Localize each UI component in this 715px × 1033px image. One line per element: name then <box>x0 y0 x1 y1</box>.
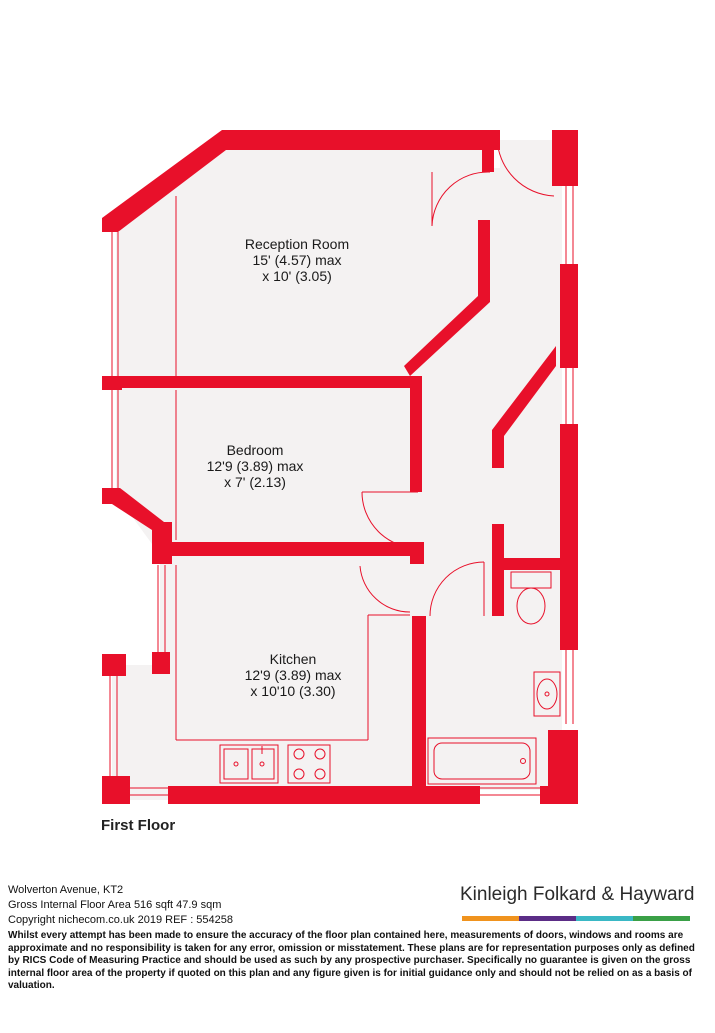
agent-logo-text: Kinleigh Folkard & Hayward <box>460 884 695 905</box>
reception-room-dim1: 15' (4.57) max <box>252 252 342 268</box>
disclaimer-text: Whilst every attempt has been made to en… <box>8 930 695 991</box>
agent-bar-segment <box>633 916 690 921</box>
floor-plan: Reception Room 15' (4.57) max x 10' (3.0… <box>102 130 578 804</box>
bedroom-dim1: 12'9 (3.89) max <box>206 458 304 474</box>
floor-title: First Floor <box>101 817 176 834</box>
walls <box>102 130 578 804</box>
agent-bar-segment <box>462 916 519 921</box>
bedroom-dim2: x 7' (2.13) <box>224 474 286 490</box>
agent-color-bar <box>462 916 690 921</box>
floor-plan-drawing <box>102 130 578 804</box>
bedroom-label: Bedroom 12'9 (3.89) max x 7' (2.13) <box>175 442 335 490</box>
kitchen-name: Kitchen <box>269 651 317 667</box>
reception-room-name: Reception Room <box>244 236 350 252</box>
floor-area <box>112 140 562 800</box>
kitchen-label: Kitchen 12'9 (3.89) max x 10'10 (3.30) <box>213 651 373 699</box>
property-info: Wolverton Avenue, KT2 Gross Internal Flo… <box>8 883 233 928</box>
reception-room-label: Reception Room 15' (4.57) max x 10' (3.0… <box>217 236 377 284</box>
bedroom-name: Bedroom <box>226 442 284 458</box>
reception-room-dim2: x 10' (3.05) <box>262 268 332 284</box>
agent-bar-segment <box>576 916 633 921</box>
floor-area-text: Gross Internal Floor Area 516 sqft 47.9 … <box>8 899 222 911</box>
agent-bar-segment <box>519 916 576 921</box>
kitchen-dim2: x 10'10 (3.30) <box>250 683 336 699</box>
property-address: Wolverton Avenue, KT2 <box>8 884 124 896</box>
copyright-text: Copyright nichecom.co.uk 2019 REF : 5542… <box>8 914 234 926</box>
thin-lines <box>109 137 574 796</box>
kitchen-dim1: 12'9 (3.89) max <box>244 667 342 683</box>
